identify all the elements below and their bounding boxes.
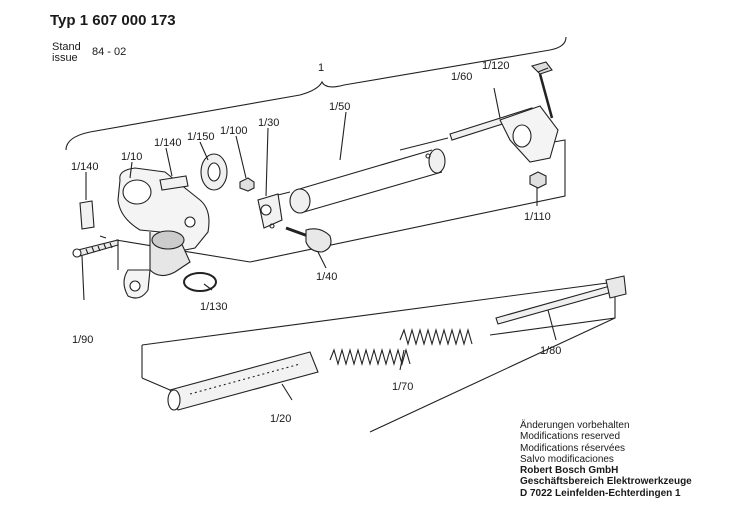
document-title: Typ 1 607 000 173: [50, 12, 176, 29]
assembly-brace: [65, 36, 567, 151]
issue-label: issue: [52, 52, 78, 64]
clamp-shape: [257, 193, 283, 229]
part-label-1-90: 1/90: [72, 334, 93, 346]
scale-tube-shape: [167, 351, 319, 411]
part-label-1-20: 1/20: [270, 413, 291, 425]
note-line-es: Salvo modificaciones: [520, 453, 614, 465]
part-label-1-60: 1/60: [451, 71, 472, 83]
stand-label: Stand: [52, 41, 81, 53]
nut-small-shape: [529, 171, 547, 189]
knob-shape: [285, 226, 332, 253]
part-label-1-150: 1/150: [187, 131, 215, 143]
gasket-left-shape: [79, 200, 95, 230]
part-label-1-10: 1/10: [121, 151, 142, 163]
part-label-1-70: 1/70: [392, 381, 413, 393]
part-label-1-50: 1/50: [329, 101, 350, 113]
washer-shape: [200, 153, 228, 191]
company-division: Geschäftsbereich Elektrowerkzeuge: [520, 476, 692, 488]
stand-issue-label: Stand issue: [52, 42, 81, 64]
company-name: Robert Bosch GmbH: [520, 465, 619, 477]
rod-bracket-shape: [449, 61, 559, 163]
part-label-1-80: 1/80: [540, 345, 561, 357]
tube-shape: [289, 148, 446, 214]
note-line-fr: Modifications réservées: [520, 442, 626, 454]
note-line-de: Änderungen vorbehalten: [520, 420, 630, 431]
part-label-1-140-top: 1/140: [154, 137, 182, 149]
part-label-1-100: 1/100: [220, 125, 248, 137]
notes-block: Änderungen vorbehalten Modifications res…: [520, 420, 692, 499]
gasket-top-shape: [159, 175, 189, 191]
screw-shape: [72, 239, 119, 258]
issue-code: 84 - 02: [92, 46, 127, 58]
part-label-1-120: 1/120: [482, 60, 510, 72]
part-label-1-130: 1/130: [200, 301, 228, 313]
part-label-1: 1: [318, 62, 324, 74]
long-rod-shape: [495, 275, 627, 325]
o-ring-shape: [183, 272, 217, 292]
part-label-1-110: 1/110: [524, 211, 551, 223]
part-label-1-40: 1/40: [316, 271, 337, 283]
leader-lines: [81, 67, 557, 401]
part-label-1-30: 1/30: [258, 117, 279, 129]
lower-frame: [141, 281, 616, 433]
spring-shape: [329, 327, 473, 367]
housing-shape: [117, 167, 210, 299]
nut-shape: [239, 177, 255, 192]
note-line-en: Modifications reserved: [520, 431, 621, 443]
company-address: D 7022 Leinfelden-Echterdingen 1: [520, 487, 681, 499]
part-label-1-140-left: 1/140: [71, 161, 99, 173]
